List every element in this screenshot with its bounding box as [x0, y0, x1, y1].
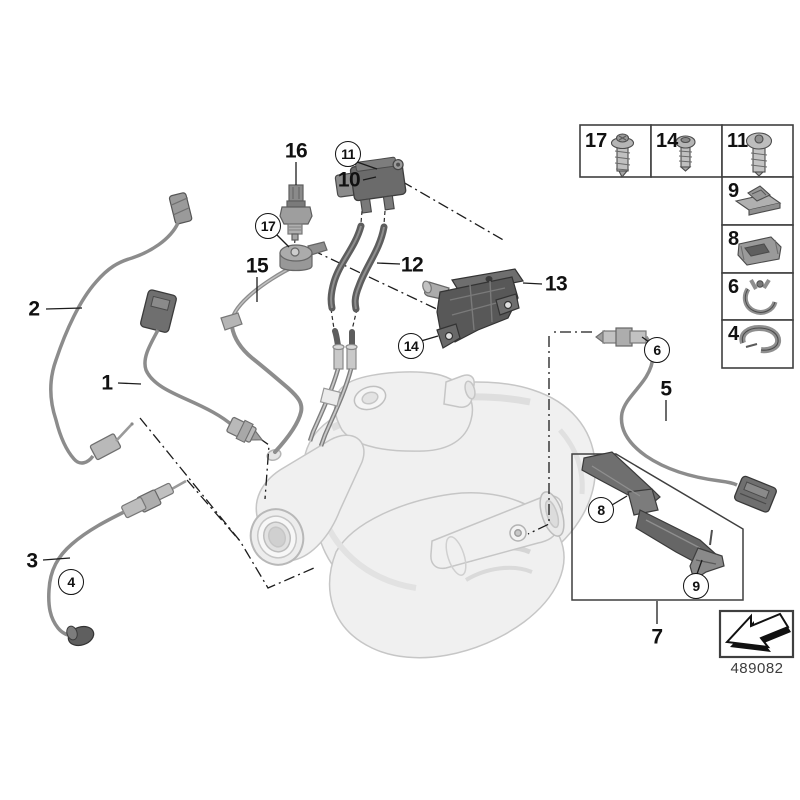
- dpf-pressure-sensor-10: [334, 156, 407, 214]
- outlet-collar: [445, 536, 467, 576]
- tube-clamp: [319, 387, 342, 407]
- bracket13-foot-right-hole: [503, 300, 513, 310]
- fitting-screw-head: [290, 247, 300, 257]
- sensor16-collar: [286, 200, 306, 208]
- callout-3[interactable]: 3: [26, 549, 38, 573]
- pressure-pipe-15: [220, 264, 304, 454]
- duct-joint-plate: [627, 488, 659, 516]
- converter-stub-end: [464, 380, 476, 400]
- sensor16-hex: [279, 206, 313, 225]
- oxygen-sensor-1: [140, 289, 264, 444]
- diagram-number: 489082: [730, 660, 784, 677]
- table-label-11[interactable]: 11: [727, 130, 749, 152]
- installation-direction-arrow-icon: [724, 612, 791, 652]
- button-head-screw-icon: [745, 132, 773, 177]
- sensor3-body: [121, 496, 147, 519]
- callout-12[interactable]: 12: [400, 253, 424, 277]
- sensor2-cable: [49, 222, 180, 465]
- exhaust-pressure-sensor-16: [279, 184, 313, 241]
- sensor2-connector: [168, 192, 193, 225]
- sensor10-port-left: [360, 198, 373, 214]
- catalytic-converter: [249, 371, 597, 659]
- sensor16-thread: [287, 223, 303, 235]
- bracket13-body: [436, 276, 519, 343]
- sensor16-tip: [291, 233, 299, 241]
- duct-stud: [709, 529, 713, 546]
- banjo-fitting-17: [279, 241, 328, 272]
- callout-circled-4[interactable]: 4: [58, 569, 84, 595]
- leader-lines: [42, 161, 703, 624]
- callout-circled-6[interactable]: 6: [644, 337, 670, 363]
- pan-head-screw-icon: [675, 135, 696, 172]
- pipe-15-bracket-tab: [220, 312, 243, 331]
- table-label-8[interactable]: 8: [728, 228, 740, 250]
- inlet-hole: [267, 526, 287, 548]
- sensor-bracket-13: [422, 268, 525, 349]
- bracket13-top-hole: [485, 276, 493, 282]
- callout-5[interactable]: 5: [660, 377, 672, 401]
- callout-1[interactable]: 1: [101, 371, 113, 395]
- metal-tubes-to-converter: [307, 368, 354, 447]
- c-clip-icon: [739, 324, 782, 354]
- callout-16[interactable]: 16: [284, 139, 308, 163]
- converter-joint-band: [464, 565, 533, 582]
- exhaust-temp-sensor-2: [49, 192, 193, 465]
- converter-boss-hole: [361, 391, 379, 405]
- sensor2-probe-tip: [130, 422, 134, 426]
- sensor10-port-right: [382, 195, 395, 211]
- sensor2-probe: [115, 424, 132, 442]
- sensor5-cable: [619, 335, 738, 487]
- sensor2-body: [89, 433, 122, 461]
- flange-tapping-screw-icon: [610, 133, 635, 178]
- phantom-sensor2-to-converter: [139, 417, 315, 589]
- retainer-bracket-9: [689, 547, 725, 581]
- pressure-hoses-12: [327, 222, 388, 349]
- callout-15[interactable]: 15: [245, 254, 269, 278]
- phantom-sensor6-to-boss: [527, 331, 592, 535]
- outlet-sensor-boss-hole: [514, 529, 522, 537]
- sensor3-cable: [47, 510, 125, 637]
- exhaust-temp-sensor-3: [47, 479, 187, 647]
- sensor1-cable: [143, 329, 235, 428]
- clip-nut-icon: [734, 185, 782, 216]
- phantom-fitting17-to-bracket: [311, 249, 444, 313]
- sensor1-tip: [250, 429, 264, 441]
- hose-nipples: [332, 343, 358, 370]
- outlet-pipe: [430, 494, 563, 570]
- callout-circled-9[interactable]: 9: [683, 573, 709, 599]
- callout-circled-8[interactable]: 8: [588, 497, 614, 523]
- phantom-sensor3-to-converter: [186, 479, 240, 541]
- sensor16-connector-tab: [288, 184, 304, 202]
- footer-direction-box: [718, 609, 795, 659]
- callout-circled-14[interactable]: 14: [398, 333, 424, 359]
- table-label-9[interactable]: 9: [728, 180, 740, 202]
- table-label-4[interactable]: 4: [728, 323, 740, 345]
- sensor5-rear: [629, 330, 647, 344]
- callout-circled-17[interactable]: 17: [255, 213, 281, 239]
- converter-shading: [558, 428, 585, 495]
- bracket13-foot-left-hole: [444, 331, 454, 341]
- table-label-17[interactable]: 17: [585, 130, 608, 152]
- callout-2[interactable]: 2: [28, 297, 40, 321]
- oxygen-sensor-5: [595, 327, 777, 513]
- table-label-14[interactable]: 14: [656, 130, 679, 152]
- callout-10[interactable]: 10: [337, 168, 361, 192]
- spring-clamp-icon: [742, 278, 778, 315]
- callout-circled-11[interactable]: 11: [335, 141, 361, 167]
- callout-7[interactable]: 7: [651, 625, 663, 649]
- sensor1-connector: [140, 289, 177, 333]
- holder-clip-icon: [737, 236, 782, 266]
- table-label-6[interactable]: 6: [728, 276, 740, 298]
- callout-13[interactable]: 13: [544, 272, 568, 296]
- converter-side-bung: [266, 448, 282, 462]
